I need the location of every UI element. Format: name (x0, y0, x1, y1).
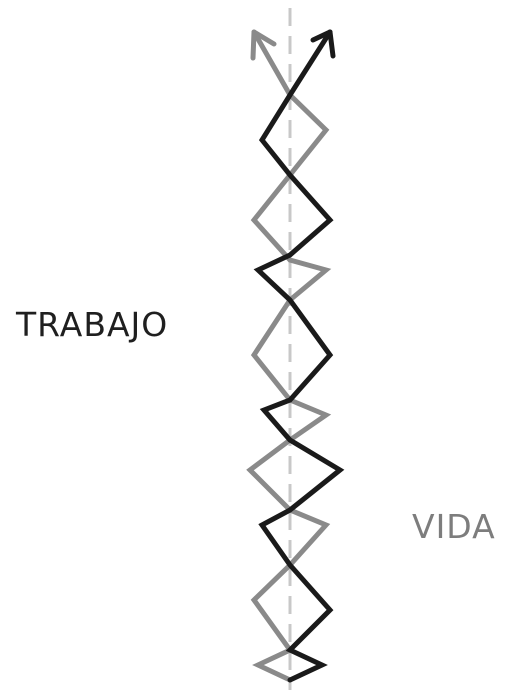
life-label: VIDA (412, 507, 496, 546)
life-strand (250, 32, 326, 680)
work-label: TRABAJO (16, 305, 168, 344)
